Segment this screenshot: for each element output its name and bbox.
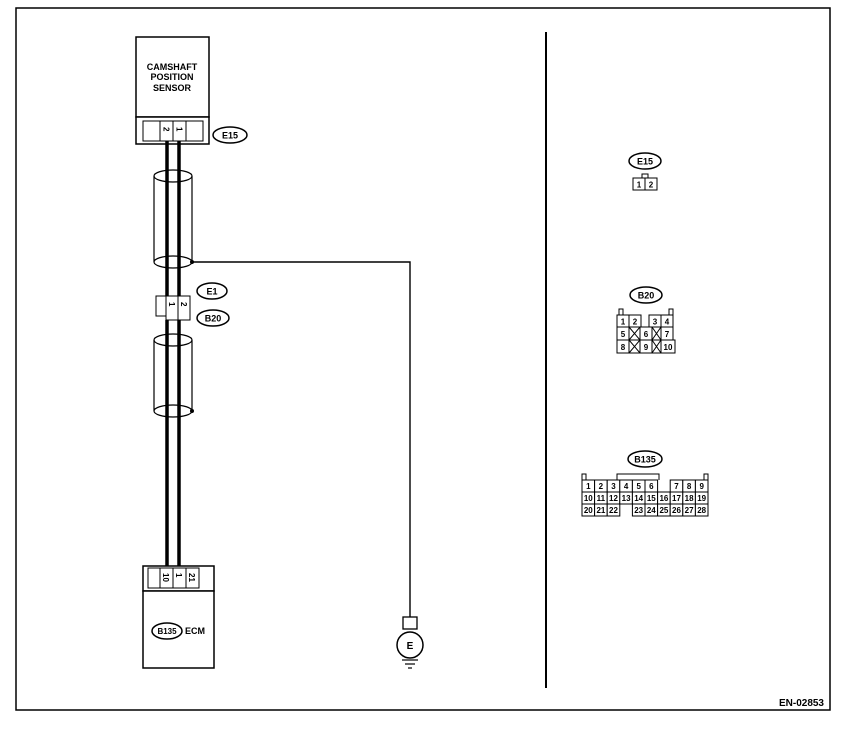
b135-pin-cell (694, 503, 709, 517)
e15-face-pin-1: 1 (637, 181, 642, 190)
b135-pin-5: 5 (636, 482, 641, 491)
e1-pin-1-label: 1 (167, 302, 176, 307)
e1-b20-joint-connector: 1 2 (155, 295, 191, 321)
e1-pin-2-label: 2 (179, 302, 188, 307)
ground-label: E (407, 641, 414, 652)
ground-terminal: E (396, 616, 424, 669)
b20-pin-3: 3 (653, 318, 658, 327)
e1-connector-badge: E1 (196, 282, 228, 300)
lower-shield (153, 333, 194, 418)
upper-harness-wires (165, 141, 181, 298)
b135-pin-3: 3 (611, 482, 616, 491)
upper-shield (153, 169, 193, 269)
b135-pin-1-label: 1 (174, 573, 183, 578)
ecm-connector-badge-label: B135 (157, 627, 177, 636)
b20-pin-8: 8 (621, 343, 626, 352)
b135-pin-12: 12 (609, 494, 618, 503)
ecm-unit: B135 ECM (142, 590, 215, 669)
b135-pin-26: 26 (672, 506, 681, 515)
b135-pin-20: 20 (584, 506, 593, 515)
b135-pin-17: 17 (672, 494, 681, 503)
b135-pin-4: 4 (624, 482, 629, 491)
b20-pin-4: 4 (665, 318, 670, 327)
e15-face-pin-2: 2 (649, 181, 654, 190)
b135-pin-7: 7 (674, 482, 679, 491)
b135-pin-24: 24 (647, 506, 656, 515)
b135-pin-10: 10 (584, 494, 593, 503)
b135-pin-1: 1 (586, 482, 591, 491)
e15-face-badge-label: E15 (637, 157, 653, 167)
b20-face-view: B20 1 2 3 4 5 6 7 8 9 10 (616, 286, 676, 354)
b135-pin-22: 22 (609, 506, 618, 515)
b20-connector-badge: B20 (196, 309, 230, 327)
b135-pin-21-label: 21 (187, 573, 196, 582)
b135-face-badge-label: B135 (634, 455, 656, 465)
figure-code: EN-02853 (779, 698, 824, 709)
ecm-connector-block: 10 1 21 (142, 565, 215, 592)
sensor-name-line2: POSITION (150, 72, 193, 82)
b135-pin-25: 25 (659, 506, 668, 515)
sensor-name-line1: CAMSHAFT (147, 62, 198, 72)
sensor-name-line3: SENSOR (153, 83, 192, 93)
b20-badge-label: B20 (205, 314, 222, 324)
b20-pin-10: 10 (664, 343, 673, 352)
b135-pin-14: 14 (634, 494, 643, 503)
e1-badge-label: E1 (206, 287, 217, 297)
e15-badge-label: E15 (222, 131, 238, 141)
b20-pin-9: 9 (644, 343, 649, 352)
ecm-label: ECM (185, 626, 205, 636)
b20-pin-7: 7 (665, 330, 670, 339)
shield-drain-wire (190, 260, 411, 617)
b135-pin-19: 19 (697, 494, 706, 503)
b135-pin-13: 13 (622, 494, 631, 503)
b135-pin-cell (606, 503, 621, 517)
lower-harness-wires (165, 320, 181, 570)
e15-pin-2-label: 2 (162, 127, 171, 132)
b135-pin-16: 16 (659, 494, 668, 503)
e15-pin-1-label: 1 (175, 127, 184, 132)
b135-pin-8: 8 (687, 482, 692, 491)
b135-pin-23: 23 (634, 506, 643, 515)
e15-connector-badge: E15 (212, 126, 248, 144)
b20-pin-5: 5 (621, 330, 626, 339)
b20-pin-2: 2 (633, 318, 638, 327)
b20-pin-6: 6 (644, 330, 649, 339)
b20-pin-1: 1 (621, 318, 626, 327)
e15-pin-block: 2 1 (142, 120, 204, 142)
b135-pin-10-label: 10 (161, 573, 170, 582)
b135-pin-6: 6 (649, 482, 654, 491)
b135-pin-27: 27 (685, 506, 694, 515)
b135-pin-9: 9 (699, 482, 704, 491)
b135-pin-2: 2 (599, 482, 604, 491)
e15-face-view: E15 1 2 (628, 152, 662, 191)
b135-pin-18: 18 (685, 494, 694, 503)
b20-face-badge-label: B20 (638, 291, 655, 301)
b135-pin-11: 11 (597, 494, 606, 503)
b135-pin-28: 28 (697, 506, 706, 515)
b135-pin-21: 21 (596, 506, 605, 515)
b135-pin-15: 15 (647, 494, 656, 503)
diagram-frame (15, 7, 831, 711)
